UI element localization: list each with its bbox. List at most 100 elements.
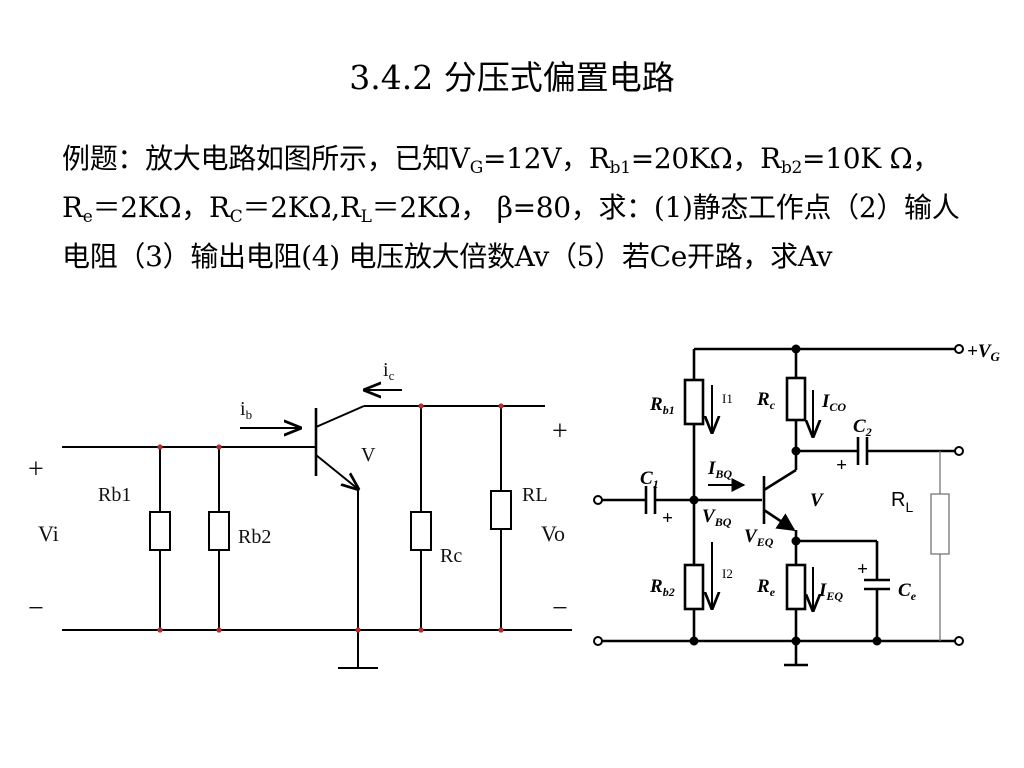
rl-resistor <box>490 490 512 530</box>
c1-plus: + <box>662 508 673 529</box>
re-sub: e <box>770 585 776 599</box>
slide-title: 3.4.2 分压式偏置电路 <box>349 58 675 97</box>
veq-label: VEQ <box>744 526 774 549</box>
output-minus-label: − <box>552 593 568 624</box>
problem-statement: 例题：放大电路如图所示，已知VG=12V，Rb1=20KΩ，Rb2=10K Ω，… <box>62 134 967 281</box>
problem-text: ＝2KΩ， β=80，求：(1)静态工作点（2）输人电阻（3）输出电阻(4) 电… <box>62 191 960 273</box>
input-plus-label: + <box>28 454 44 485</box>
problem-text: =10K Ω，R <box>62 142 941 224</box>
re-label: Re <box>756 576 776 599</box>
transistor-emitter <box>763 508 796 532</box>
vg-text: +V <box>967 341 992 362</box>
rb1-text: R <box>649 394 663 415</box>
junction-dot <box>157 627 163 633</box>
transistor-collector <box>763 468 797 492</box>
vi-label: Vi <box>38 521 59 546</box>
junction-dot <box>418 627 424 633</box>
ce-plus: + <box>857 559 868 580</box>
input-terminal <box>593 495 603 505</box>
ib-label: ib <box>240 398 252 422</box>
ieq-text: I <box>818 580 827 601</box>
rl-resistor <box>930 493 950 555</box>
rb2-text: R <box>649 576 663 597</box>
i2-label: I2 <box>722 566 733 581</box>
junction-dot <box>216 444 222 450</box>
c2-sub: 2 <box>865 425 872 439</box>
junction-dot <box>498 403 504 409</box>
problem-sub: e <box>82 207 93 227</box>
rc-label: Rc <box>756 389 776 412</box>
c1-sub: 1 <box>653 477 659 491</box>
ce-label: Ce <box>898 580 917 603</box>
junction-dot <box>791 536 801 546</box>
vbq-label: VBQ <box>702 506 732 529</box>
vo-label: Vo <box>541 521 565 546</box>
transistor-collector <box>315 405 365 428</box>
junction-dot <box>418 403 424 409</box>
vbq-text: V <box>702 506 716 527</box>
rb1-resistor <box>149 511 171 551</box>
problem-text: ＝2KΩ，R <box>92 191 231 224</box>
ico-sub: CO <box>829 400 846 414</box>
c1-label: C1 <box>640 468 659 491</box>
junction-dot <box>872 636 882 646</box>
ico-text: I <box>821 391 830 412</box>
junction-dot <box>791 636 801 646</box>
ic-text: i <box>383 359 389 381</box>
c2-text: C <box>853 416 866 437</box>
transistor-label: V <box>361 444 376 466</box>
problem-sub: L <box>360 207 372 227</box>
vg-terminal <box>954 344 964 354</box>
rb1-resistor <box>683 378 705 426</box>
ibq-text: I <box>707 458 716 479</box>
ib-text: i <box>240 398 246 420</box>
rb1-label: Rb1 <box>649 394 675 417</box>
ce-text: C <box>898 580 911 601</box>
rb2-resistor <box>208 511 230 551</box>
junction-dot <box>689 636 699 646</box>
rb2-sub: b2 <box>663 585 675 599</box>
problem-text: =20KΩ，R <box>630 142 782 175</box>
ic-label: ic <box>383 359 395 383</box>
i1-label: I1 <box>722 391 733 406</box>
problem-text: =12V，R <box>483 142 610 175</box>
vg-label: +VG <box>967 341 1001 364</box>
problem-sub: C <box>229 207 243 227</box>
ieq-sub: EQ <box>825 589 843 603</box>
rl-text: R <box>891 489 905 511</box>
junction-dot <box>791 344 801 354</box>
ibq-sub: BQ <box>714 467 732 481</box>
veq-sub: EQ <box>756 535 774 549</box>
junction-dot <box>791 446 801 456</box>
output-plus-label: + <box>552 416 568 447</box>
c2-label: C2 <box>853 416 872 439</box>
problem-sub: G <box>469 158 484 178</box>
junction-dot <box>355 627 361 633</box>
ic-sub: c <box>389 368 395 383</box>
junction-dot <box>157 444 163 450</box>
problem-sub: b2 <box>780 158 803 178</box>
input-minus-label: − <box>28 593 44 624</box>
c2-plus: + <box>836 455 847 476</box>
problem-sub: b1 <box>609 158 631 178</box>
rb1-label: Rb1 <box>98 484 131 506</box>
junction-dot <box>498 627 504 633</box>
ground-terminal <box>593 636 603 646</box>
ico-label: ICO <box>821 391 846 414</box>
veq-text: V <box>744 526 758 547</box>
ibq-label: IBQ <box>707 458 732 481</box>
rc-sub: c <box>770 398 776 412</box>
junction-dot <box>689 495 699 505</box>
rb2-resistor <box>683 563 705 611</box>
problem-text: ＝2KΩ,R <box>242 191 361 224</box>
rc-text: R <box>756 389 770 410</box>
rc-resistor <box>410 511 432 551</box>
rc-label: Rc <box>440 545 462 567</box>
rb2-label: Rb2 <box>649 576 675 599</box>
transistor-emitter <box>315 454 358 489</box>
vg-sub: G <box>991 349 1001 364</box>
junction-dot <box>216 627 222 633</box>
transistor-label: V <box>810 490 824 511</box>
rc-resistor <box>785 376 807 422</box>
